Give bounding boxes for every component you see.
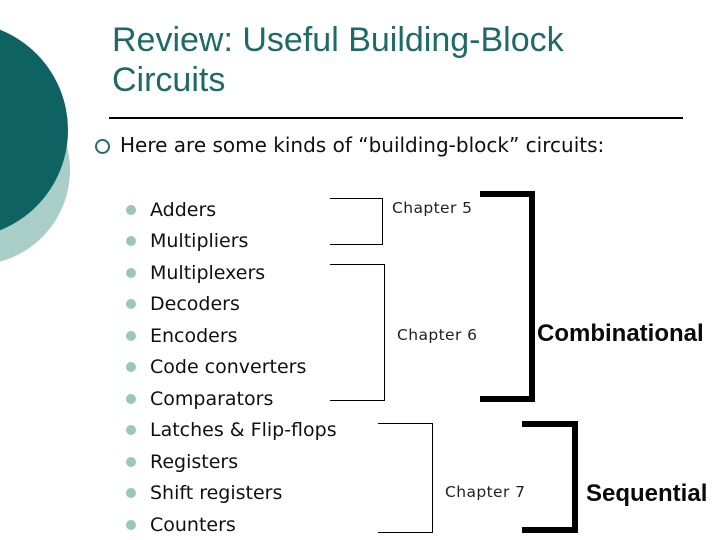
bullet-icon: [126, 519, 136, 530]
title-divider: [109, 117, 683, 119]
bullet-icon: [126, 393, 136, 404]
list-item: Counters: [126, 509, 426, 540]
sequential-label: Sequential: [586, 480, 708, 507]
combinational-bracket: [480, 191, 535, 402]
list-item: Multiplexers: [126, 257, 426, 289]
list-item-label: Decoders: [150, 293, 240, 316]
chapter5-label: Chapter 5: [392, 199, 473, 217]
chapter6-bracket: [330, 264, 385, 401]
list-item-label: Adders: [150, 198, 217, 221]
list-item: Code converters: [126, 352, 426, 384]
list-item-label: Latches & Flip-flops: [150, 419, 337, 442]
list-item: Adders: [126, 194, 426, 226]
bullet-icon: [126, 330, 136, 341]
chapter7-bracket: [378, 423, 433, 533]
list-item: Comparators: [126, 383, 426, 415]
list-item: Latches & Flip-flops: [126, 415, 426, 447]
list-item: Decoders: [126, 289, 426, 321]
list-item: Multipliers: [126, 226, 426, 258]
chapter7-label: Chapter 7: [445, 483, 526, 501]
chapter6-label: Chapter 6: [397, 326, 478, 344]
list-item: Encoders: [126, 320, 426, 352]
list-item-label: Code converters: [150, 356, 307, 379]
slide-title: Review: Useful Building-Block Circuits: [112, 21, 564, 99]
list-item-label: Multiplexers: [150, 261, 266, 284]
list-item-label: Multipliers: [150, 230, 249, 253]
bullet-icon: [126, 236, 136, 247]
sequential-bracket: [522, 421, 578, 533]
bullet-icon: [126, 204, 136, 215]
list-item-label: Registers: [150, 450, 239, 473]
list-item: Shift registers: [126, 478, 426, 510]
bullet-icon: [126, 456, 136, 467]
bullet-icon: [126, 362, 136, 373]
list-item-label: Encoders: [150, 324, 238, 347]
bullet-icon: [126, 425, 136, 436]
bullet-icon: [126, 488, 136, 499]
combinational-label: Combinational: [537, 320, 704, 347]
intro-text: Here are some kinds of “building-block” …: [120, 133, 605, 157]
list-item-label: Comparators: [150, 387, 274, 410]
building-block-list: Adders Multipliers Multiplexers Decoders…: [126, 194, 426, 540]
list-item-label: Shift registers: [150, 482, 283, 505]
list-item: Registers: [126, 446, 426, 478]
list-item-label: Counters: [150, 513, 236, 536]
bullet-icon: [126, 267, 136, 278]
bullet-icon: [126, 299, 136, 310]
circle-bullet-icon: [95, 139, 110, 154]
chapter5-bracket: [330, 198, 383, 245]
